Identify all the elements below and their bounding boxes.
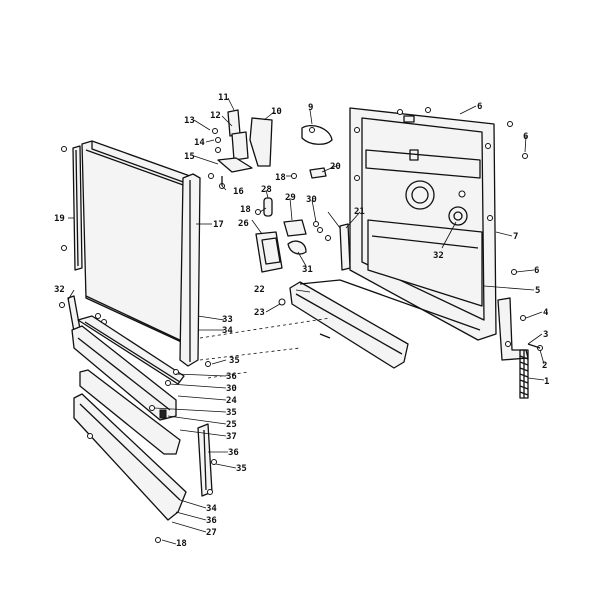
callout-25: 25	[226, 420, 237, 430]
callout-23: 23	[254, 308, 265, 318]
leader-lines	[67, 97, 545, 545]
callout-35a: 35	[229, 356, 240, 366]
callout-36c: 36	[206, 516, 217, 526]
detergent-dispenser-32	[405, 180, 468, 226]
callout-6b: 6	[523, 132, 528, 142]
callout-2: 2	[542, 361, 547, 371]
kick-plate-middle	[79, 369, 181, 455]
hinge-assembly-10-11-12	[212, 109, 273, 167]
callout-13: 13	[184, 116, 195, 126]
callout-labels: 1 2 3 4 5 6 6 6 7 9 10 11 12 13 14 15 16…	[54, 93, 549, 549]
callout-1: 1	[544, 377, 549, 387]
kick-plate-upper	[71, 325, 177, 421]
callout-30b: 30	[226, 384, 237, 394]
callout-24: 24	[226, 396, 237, 406]
callout-19: 19	[54, 214, 65, 224]
screw-23	[278, 298, 286, 306]
callout-32b: 32	[433, 251, 444, 261]
callout-29: 29	[285, 193, 296, 203]
latch-29	[283, 219, 307, 237]
callout-36a: 36	[226, 372, 237, 382]
kick-plate-lower	[73, 393, 187, 521]
spring-hook-2	[527, 343, 543, 351]
clip-20	[291, 167, 327, 179]
callout-6c: 6	[534, 266, 539, 276]
callout-18c: 18	[176, 539, 187, 549]
screws-30	[313, 221, 331, 241]
latch-housing-26	[255, 231, 283, 273]
latch-lever-31	[287, 240, 307, 255]
hinge-screw-4	[520, 315, 526, 321]
side-trim-17	[179, 173, 214, 367]
callout-34a: 34	[222, 326, 233, 336]
callout-10: 10	[271, 107, 282, 117]
bottom-rail-upper	[77, 315, 185, 385]
callout-31: 31	[302, 265, 313, 275]
callout-9: 9	[308, 103, 313, 113]
callout-33: 33	[222, 315, 233, 325]
cable-clip-9	[301, 125, 333, 145]
callout-7: 7	[513, 232, 518, 242]
inner-door-top-screws-6	[397, 107, 528, 275]
callout-32a: 32	[54, 285, 65, 295]
bracket-21	[339, 223, 351, 271]
callout-12: 12	[210, 111, 221, 121]
bottom-trough-22	[289, 279, 481, 369]
callout-5: 5	[535, 286, 540, 296]
callout-34b: 34	[206, 504, 217, 514]
callout-30a: 30	[306, 195, 317, 205]
side-trim-strip-19	[61, 145, 83, 271]
callout-28: 28	[261, 185, 272, 195]
callout-4: 4	[543, 308, 549, 318]
callout-3: 3	[543, 330, 548, 340]
callout-15: 15	[184, 152, 195, 162]
callout-21: 21	[354, 207, 365, 217]
callout-27: 27	[206, 528, 217, 538]
callout-35c: 35	[236, 464, 247, 474]
latch-spring-28	[255, 197, 273, 217]
callout-37: 37	[226, 432, 237, 442]
callout-18a: 18	[275, 173, 286, 183]
callout-17: 17	[213, 220, 224, 230]
callout-16: 16	[233, 187, 244, 197]
callout-14: 14	[194, 138, 205, 148]
callout-20: 20	[330, 162, 341, 172]
side-bracket-36	[197, 423, 213, 497]
alignment-dashed-lines	[199, 317, 331, 379]
callout-26: 26	[238, 219, 249, 229]
callout-11: 11	[218, 93, 229, 103]
callout-6a: 6	[477, 102, 482, 112]
callout-22: 22	[254, 285, 265, 295]
inner-panel-lower	[367, 219, 483, 307]
callout-18b: 18	[240, 205, 251, 215]
door-spring-1	[519, 349, 529, 399]
callout-36b: 36	[228, 448, 239, 458]
callout-35b: 35	[226, 408, 237, 418]
hinge-plate-15	[217, 157, 253, 189]
